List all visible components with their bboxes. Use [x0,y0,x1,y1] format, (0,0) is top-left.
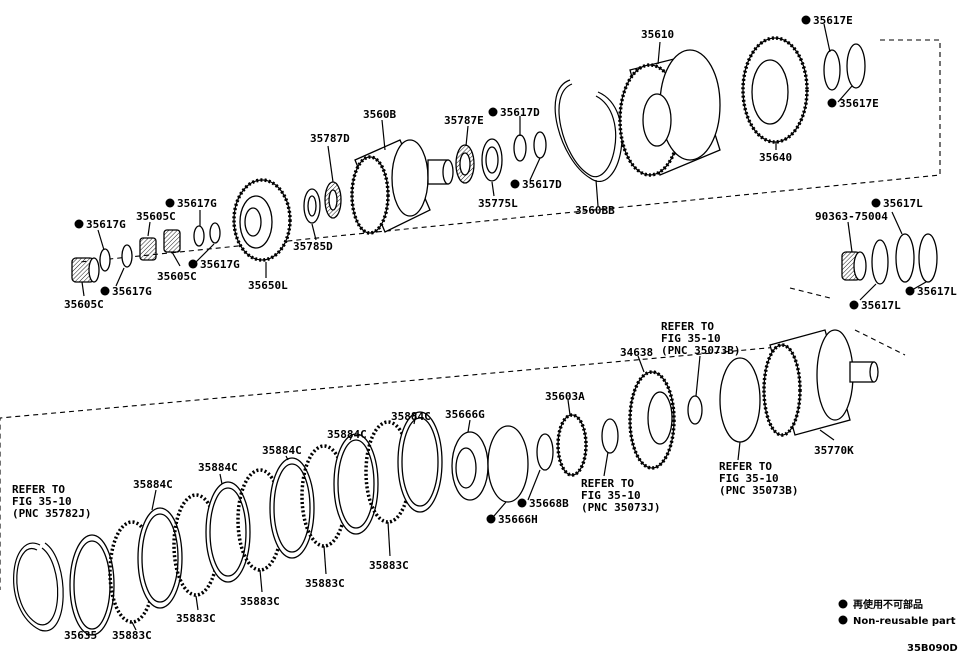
label-3560bb: 3560BB [575,204,615,217]
label-35668b: 35668B [529,497,569,510]
legend: 再使用不可部品 Non-reusable part [853,598,956,627]
refer-left-line3: (PNC 35782J) [12,507,91,520]
label-35617l-b: 35617L [861,299,901,312]
snap-ring-35617d [513,131,547,162]
o-ring-35668b [536,433,554,471]
refer-top-line2: FIG 35-10 [661,332,721,345]
leader-lines [81,23,927,631]
label-35617g-d: 35617G [112,285,152,298]
label-35883c-3: 35883C [240,595,280,608]
thrust-washer-35785d [303,188,321,224]
label-35617g-a: 35617G [177,197,217,210]
axis-line-mid [789,287,906,356]
snap-ring-3560bb [554,79,623,182]
snap-ring-35617g-a [99,244,133,272]
diagram-code: 35B090D [907,643,958,654]
snap-ring-35617e [823,43,866,91]
label-35605c-b: 35605C [157,270,197,283]
label-35884c-2: 35884C [198,461,238,474]
part-labels: 35617E 35610 35617E 35640 3560B 35787D 3… [12,14,957,642]
snap-ring-35617l [871,233,938,285]
label-35883c-1: 35883C [112,629,152,642]
label-35605c-a: 35605C [136,210,176,223]
snap-ring-35073b-right [719,357,761,443]
label-35666h: 35666H [498,513,538,526]
legend-dot-jp [838,599,848,609]
label-35884c-5: 35884C [391,410,431,423]
label-35785d: 35785D [293,240,333,253]
label-35883c-4: 35883C [305,577,345,590]
refer-right-line1: REFER TO [719,460,772,473]
piston-35666g [451,431,489,501]
clutch-pack [69,411,443,636]
thrust-bearing-35787d [324,181,342,219]
axis-line-upper [79,39,941,263]
refer-mid-line1: REFER TO [581,477,634,490]
ring-gear-35640 [741,36,809,144]
label-35770k: 35770K [814,444,854,457]
label-35617g-b: 35617G [86,218,126,231]
refer-top-line3: (PNC 35073B) [661,344,740,357]
label-35666g: 35666G [445,408,485,421]
label-35884c-4: 35884C [327,428,367,441]
label-90363-75004: 90363-75004 [815,210,888,223]
label-35603a: 35603A [545,390,585,403]
label-34638: 34638 [620,346,653,359]
label-35617d-top: 35617D [500,106,540,119]
label-35883c-2: 35883C [176,612,216,625]
drum-35770k [762,329,879,437]
label-35617d-bottom: 35617D [522,178,562,191]
washer-35073b-top [687,395,703,425]
label-35617e-top: 35617E [813,14,853,27]
bearing-35073j [601,418,619,454]
refer-mid-line2: FIG 35-10 [581,489,641,502]
legend-dot-en [838,615,848,625]
label-35617e-bottom: 35617E [839,97,879,110]
refer-left-line1: REFER TO [12,483,65,496]
label-35617g-c: 35617G [200,258,240,271]
label-35650l: 35650L [248,279,288,292]
thrust-bearing-35787e [455,144,475,184]
label-35610: 35610 [641,28,674,41]
clutch-drum-35650l [232,178,292,262]
label-35635: 35635 [64,629,97,642]
snap-ring-35617g-b [193,222,221,247]
label-35883c-5: 35883C [369,559,409,572]
legend-jp: 再使用不可部品 [853,598,923,611]
label-35605c-c: 35605C [64,298,104,311]
thrust-washer-35775l [481,138,503,182]
clutch-drum-35610 [618,49,721,177]
refer-right-line3: (PNC 35073B) [719,484,798,497]
needle-bearing-35605c [71,257,100,283]
o-ring-35666h [487,425,529,503]
refer-right-line2: FIG 35-10 [719,472,779,485]
label-35884c-1: 35884C [133,478,173,491]
refer-top-line1: REFER TO [661,320,714,333]
label-35617l-c: 35617L [917,285,957,298]
non-reusable-markers [74,15,915,625]
label-35787e: 35787E [444,114,484,127]
legend-en: Non-reusable part [853,616,956,627]
refer-left-line2: FIG 35-10 [12,495,72,508]
carrier-34638 [628,370,676,470]
label-35640: 35640 [759,151,792,164]
bearing-90363-75004 [841,251,867,281]
return-spring-35603a [556,413,588,477]
snap-ring-35635 [13,542,64,632]
clutch-hub-3560b [350,139,454,235]
label-35775l: 35775L [478,197,518,210]
label-3560b: 3560B [363,108,396,121]
label-35884c-3: 35884C [262,444,302,457]
label-35787d: 35787D [310,132,350,145]
refer-mid-line3: (PNC 35073J) [581,501,660,514]
label-35617l-a: 35617L [883,197,923,210]
